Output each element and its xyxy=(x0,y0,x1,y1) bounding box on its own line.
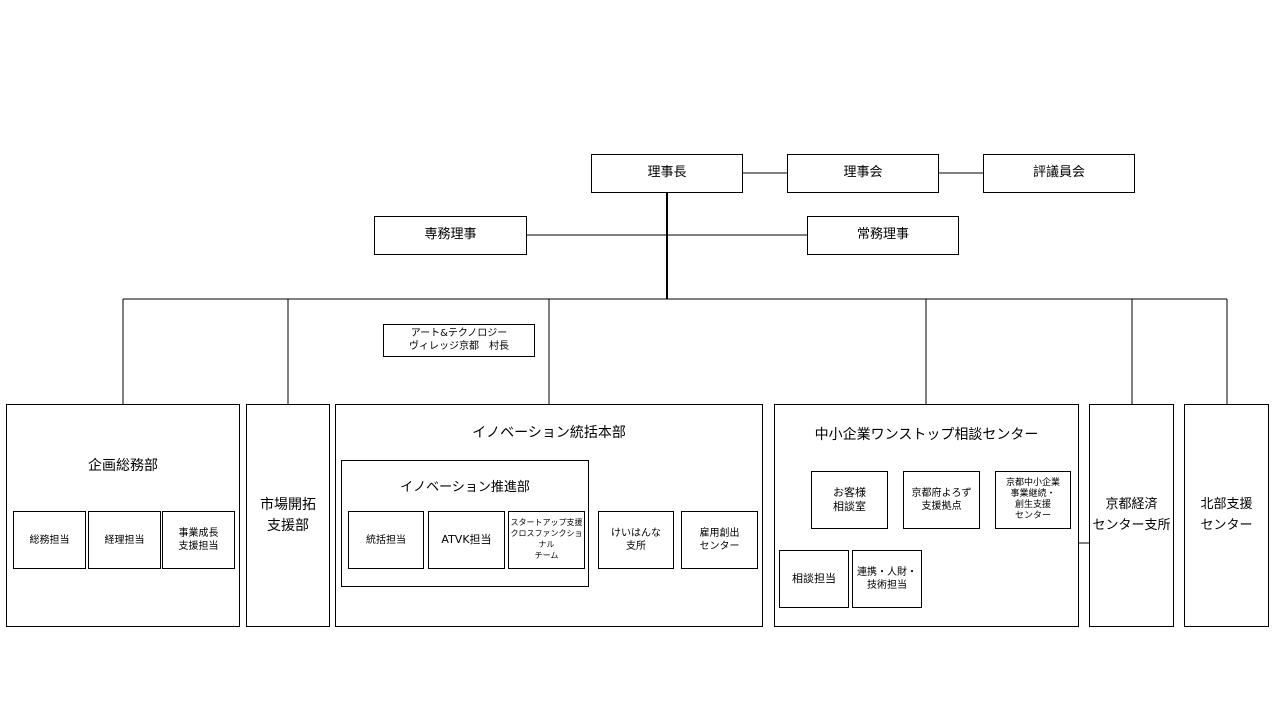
village-chief-box: アート&テクノロジー ヴィレッジ京都 村長 xyxy=(383,324,535,357)
board-box: 理事会 xyxy=(787,154,939,193)
north-support-center: 北部支援 センター xyxy=(1184,404,1269,627)
innovation-section-label: 統括担当 xyxy=(366,534,406,546)
keihanna-branch: けいはんな 支所 xyxy=(598,511,674,569)
north-support-center-title: 北部支援 センター xyxy=(1200,496,1253,533)
village-chief-label: アート&テクノロジー ヴィレッジ京都 村長 xyxy=(409,328,509,352)
innovation-section-coordination: 統括担当 xyxy=(348,511,424,569)
planning-section-growth: 事業成長 支援担当 xyxy=(162,511,235,569)
keihanna-branch-label: けいはんな 支所 xyxy=(611,528,661,552)
consultation-section-label: 相談担当 xyxy=(792,571,836,585)
chairman-box: 理事長 xyxy=(591,154,743,193)
planning-dept-title: 企画総務部 xyxy=(88,458,158,474)
employment-center-label: 雇用創出 センター xyxy=(699,528,740,552)
chairman-label: 理事長 xyxy=(647,165,687,181)
employment-center: 雇用創出 センター xyxy=(681,511,758,569)
innovation-section-label: スタートアップ支援 クロスファンクショナル チーム xyxy=(510,518,583,560)
market-dept-title: 市場開拓 支援部 xyxy=(260,496,316,534)
executive-director-box: 専務理事 xyxy=(374,216,527,255)
kyoto-economic-center-title: 京都経済 センター支所 xyxy=(1092,496,1171,533)
customer-consultation-room: お客様 相談室 xyxy=(811,471,888,529)
sme-center-title: 中小企業ワンストップ相談センター xyxy=(814,427,1039,443)
managing-director-label: 常務理事 xyxy=(856,227,909,243)
business-succession-label: 京都中小企業 事業継続・ 創生支援 センター xyxy=(1005,477,1060,522)
innovation-promotion-title: イノベーション推進部 xyxy=(400,480,530,495)
business-succession-center: 京都中小企業 事業継続・ 創生支援 センター xyxy=(995,471,1071,529)
customer-consultation-label: お客様 相談室 xyxy=(833,485,866,513)
planning-section-label: 事業成長 支援担当 xyxy=(178,528,219,552)
planning-section-general: 総務担当 xyxy=(13,511,86,569)
innovation-section-label: ATVK担当 xyxy=(441,532,492,546)
kyoto-yorozu-hub: 京都府よろず 支援拠点 xyxy=(903,471,980,529)
consultation-section: 相談担当 xyxy=(779,550,849,608)
innovation-section-startup: スタートアップ支援 クロスファンクショナル チーム xyxy=(508,511,585,569)
planning-section-label: 経理担当 xyxy=(104,534,145,546)
councilors-label: 評議員会 xyxy=(1032,165,1085,181)
planning-section-label: 総務担当 xyxy=(29,534,70,546)
board-label: 理事会 xyxy=(843,165,883,181)
managing-director-box: 常務理事 xyxy=(807,216,959,255)
innovation-section-atvk: ATVK担当 xyxy=(428,511,505,569)
market-dept: 市場開拓 支援部 xyxy=(246,404,330,627)
kyoto-yorozu-hub-label: 京都府よろず 支援拠点 xyxy=(911,488,972,512)
partnership-section: 連携・人財・ 技術担当 xyxy=(852,550,922,608)
planning-section-accounting: 経理担当 xyxy=(88,511,161,569)
kyoto-economic-center-branch: 京都経済 センター支所 xyxy=(1089,404,1174,627)
partnership-section-label: 連携・人財・ 技術担当 xyxy=(857,567,917,591)
executive-director-label: 専務理事 xyxy=(424,227,477,243)
innovation-hq-title: イノベーション統括本部 xyxy=(472,425,626,441)
councilors-box: 評議員会 xyxy=(983,154,1135,193)
